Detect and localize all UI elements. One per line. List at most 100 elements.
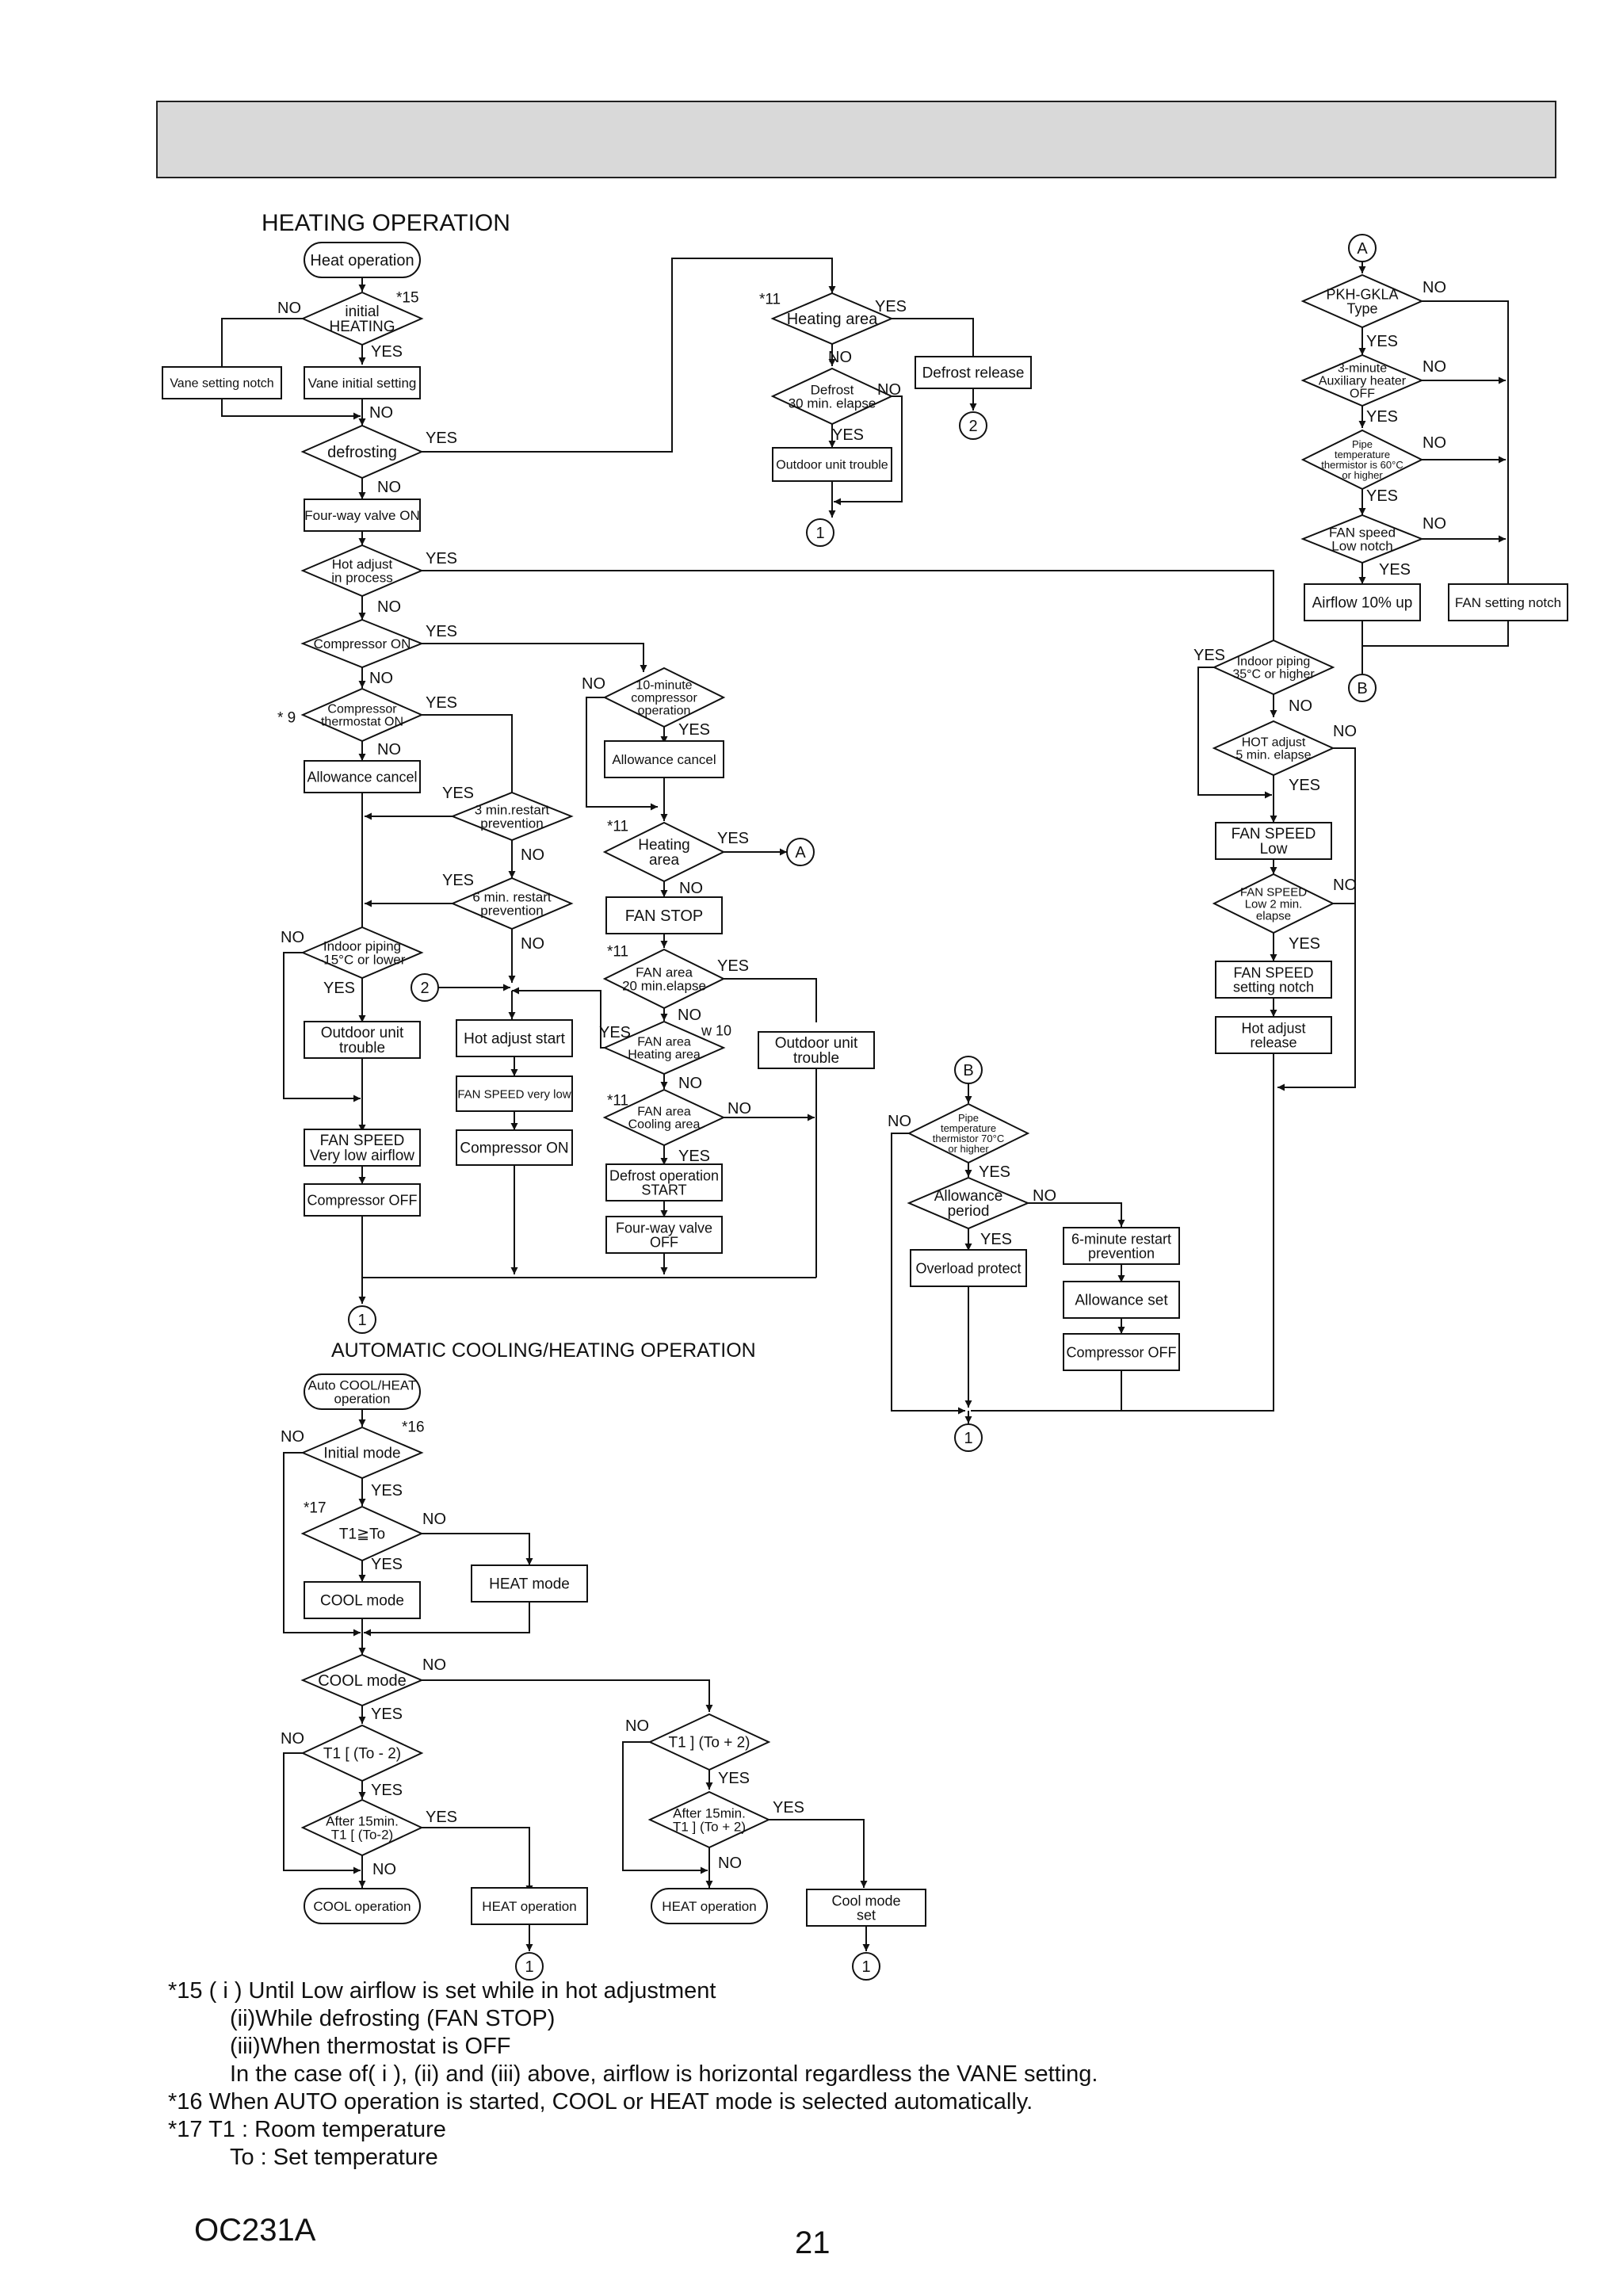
four-way-valve-off-box	[605, 1216, 723, 1254]
mark-11-b: *11	[607, 819, 628, 835]
no-label: NO	[369, 404, 393, 422]
no-label: NO	[888, 1113, 911, 1130]
connector-1-overload	[954, 1423, 983, 1452]
cool-operation-label: COOL operation	[313, 1899, 411, 1914]
yes-label: YES	[980, 1231, 1012, 1248]
w10-label: w 10	[701, 1022, 731, 1038]
connector-2-heating-label: 2	[420, 980, 429, 997]
mark-16: *16	[402, 1419, 425, 1436]
vane-initial-setting-box	[304, 366, 421, 399]
no-label: NO	[678, 1075, 702, 1092]
connector-1-defrost-label: 1	[815, 525, 824, 542]
heat-operation-terminal	[651, 1888, 768, 1924]
connector-b-out	[1348, 674, 1377, 702]
connector-1-defrost	[806, 518, 834, 547]
no-label: NO	[377, 479, 401, 496]
fan-setting-notch-box	[1448, 583, 1568, 621]
yes-label: YES	[678, 721, 710, 739]
mark-9: * 9	[277, 710, 296, 727]
fan-stop-box	[605, 896, 723, 934]
yes-label: YES	[371, 1556, 403, 1573]
defrost-release-label: Defrost release	[922, 365, 1025, 382]
connector-2-defrost-label: 2	[968, 418, 977, 435]
vane-setting-notch-label: Vane setting notch	[170, 377, 273, 391]
yes-label: YES	[717, 830, 749, 847]
flow-line	[422, 714, 513, 793]
connector-1-heating-label: 1	[357, 1312, 366, 1329]
airflow-10-label: Airflow 10% up	[1312, 595, 1413, 612]
mark-11-c: *11	[607, 944, 628, 961]
defrost-allowance-cancel-label: Allowance cancel	[612, 752, 716, 767]
outdoor-unit-trouble-2-box	[758, 1031, 875, 1069]
yes-label: YES	[832, 426, 864, 444]
note-15-ii: (ii)While defrosting (FAN STOP)	[230, 2006, 556, 2031]
yes-label: YES	[678, 1148, 710, 1165]
yes-label: YES	[773, 1799, 804, 1817]
flow-line	[221, 318, 303, 366]
flow-line	[972, 1370, 1122, 1412]
yes-label: YES	[371, 1782, 403, 1799]
yes-label: YES	[426, 694, 457, 712]
vane-initial-setting-label: Vane initial setting	[308, 376, 417, 391]
connector-1-heating	[348, 1305, 376, 1334]
flow-line	[422, 1679, 713, 1712]
yes-label: YES	[717, 957, 749, 975]
yes-label: YES	[442, 872, 474, 889]
allowance-cancel-box	[304, 760, 421, 793]
heat-operation-cool-path-label: HEAT operation	[482, 1899, 576, 1914]
flow-line	[283, 952, 361, 1102]
page-number: 21	[795, 2225, 831, 2260]
connector-1-overload-label: 1	[964, 1430, 972, 1447]
yes-label: YES	[979, 1163, 1010, 1181]
flow-line	[724, 978, 817, 1022]
yes-label: YES	[371, 1706, 403, 1723]
t1-ge-label: T1 ] (To + 2)	[669, 1735, 750, 1752]
overload-compressor-off-box	[1063, 1333, 1180, 1371]
no-label: NO	[372, 1861, 396, 1878]
defrost-release-box	[915, 356, 1032, 389]
flow-line	[1028, 1202, 1125, 1227]
no-label: NO	[521, 846, 544, 864]
compressor-on-check-label: Compressor ON	[314, 636, 411, 651]
hot-adjust-start-box	[456, 1019, 573, 1057]
flow-line	[221, 399, 361, 420]
connector-1-auto-a-label: 1	[525, 1958, 533, 1976]
mark-15: *15	[396, 290, 419, 307]
t1-le-label: T1 [ (To - 2)	[323, 1746, 401, 1763]
no-label: NO	[281, 1730, 304, 1748]
no-label: NO	[625, 1717, 649, 1735]
no-label: NO	[521, 935, 544, 953]
t1-ge-to-label: T1≧To	[339, 1526, 385, 1543]
no-label: NO	[1289, 697, 1312, 715]
flow-line	[422, 570, 1274, 640]
yes-label: YES	[323, 980, 355, 997]
connector-a-in-label: A	[1357, 240, 1368, 258]
yes-label: YES	[875, 298, 907, 315]
connector-b-out-label: B	[1357, 680, 1367, 697]
note-16: *16 When AUTO operation is started, COOL…	[168, 2089, 1033, 2115]
overload-protect-label: Overload protect	[915, 1260, 1021, 1276]
connector-1-auto-b-label: 1	[861, 1958, 870, 1976]
yes-label: YES	[1289, 777, 1320, 794]
note-15-iii: (iii)When thermostat is OFF	[230, 2034, 511, 2059]
yes-label: YES	[1366, 333, 1398, 350]
no-label: NO	[679, 880, 703, 897]
connector-1-auto-a	[515, 1952, 544, 1981]
